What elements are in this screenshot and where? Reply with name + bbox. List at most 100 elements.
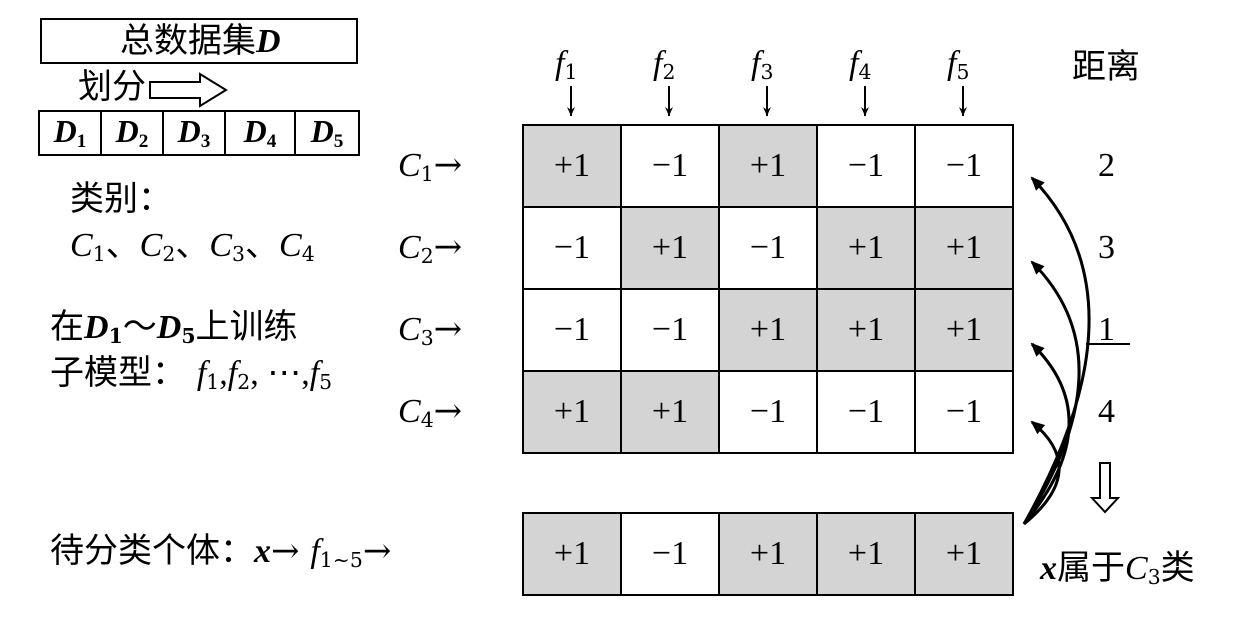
code-cell: −1 (816, 370, 916, 454)
comparison-arrow-icon (1022, 260, 1081, 525)
model-item-symbol: f (309, 355, 320, 392)
row-arrow-icon: → (433, 391, 463, 431)
down-hollow-arrow-icon (1089, 462, 1121, 514)
code-cell: +1 (914, 288, 1014, 372)
partition-cell-4: D4 (226, 112, 296, 154)
code-cell: −1 (914, 124, 1014, 208)
classifier-header-1: f1 (555, 46, 577, 83)
partition-cell-5: D5 (296, 112, 358, 154)
code-cell: −1 (522, 206, 622, 290)
code-cell: +1 (620, 370, 720, 454)
row-label-3: C3→ (398, 312, 462, 349)
partition-label: D4 (244, 113, 277, 153)
partition-label-symbol: D (177, 113, 201, 150)
class-label: C2 (398, 227, 434, 267)
partition-label-subscript: 4 (266, 130, 277, 152)
class-label: C4 (398, 391, 434, 431)
sample-cell: +1 (522, 512, 622, 596)
row-label-4: C4→ (398, 394, 462, 431)
code-cell: −1 (718, 206, 818, 290)
categories-label: 类别： (70, 179, 172, 219)
classifier-label-subscript: 2 (662, 60, 676, 85)
classifier-label: f4 (849, 43, 871, 83)
class-label-subscript: 4 (420, 408, 434, 433)
category-item-subscript: 1 (92, 242, 106, 267)
class-label-symbol: C (398, 147, 421, 184)
class-label: C1 (398, 145, 434, 185)
partition-label: D1 (54, 113, 87, 153)
sample-cell: +1 (914, 512, 1014, 596)
partition-label: D5 (311, 113, 344, 153)
row-arrow-icon: → (433, 227, 463, 267)
code-cell: −1 (620, 124, 720, 208)
classifier-label-subscript: 4 (858, 60, 872, 85)
code-cell: −1 (914, 370, 1014, 454)
model-item-symbol: f (227, 355, 238, 392)
classifier-label-subscript: 1 (564, 60, 578, 85)
partition-label-symbol: D (310, 113, 334, 150)
comparison-arrow-icon (1022, 176, 1091, 525)
classifier-label-symbol: f (751, 45, 761, 82)
partition-label-subscript: 3 (200, 130, 211, 152)
code-cell: +1 (816, 288, 916, 372)
distance-value: 1 (1098, 311, 1115, 348)
classifier-header-4: f4 (849, 46, 871, 83)
comparison-arrows (1022, 176, 1091, 526)
category-item-symbol: C (70, 227, 93, 264)
code-cell: +1 (522, 370, 622, 454)
partition-cell-2: D2 (102, 112, 164, 154)
classifier-header-3: f3 (751, 46, 773, 83)
row-arrow-icon: → (433, 145, 463, 185)
classifier-label-symbol: f (947, 45, 957, 82)
code-cell: −1 (620, 288, 720, 372)
code-cell: +1 (718, 288, 818, 372)
distance-header: 距离 (1072, 47, 1140, 87)
partition-label-symbol: D (243, 113, 267, 150)
comparison-arrow-icon (1022, 342, 1071, 525)
partition-label: D2 (116, 113, 149, 153)
dataset-box: 总数据集D (40, 18, 358, 64)
code-cell: +1 (718, 124, 818, 208)
class-label-subscript: 2 (420, 244, 434, 269)
model-item: f1 (197, 353, 219, 393)
distance-value: 4 (1098, 393, 1115, 430)
category-item: C3 (209, 225, 245, 265)
class-label-symbol: C (398, 393, 421, 430)
code-cell: +1 (816, 206, 916, 290)
class-label-subscript: 3 (420, 326, 434, 351)
categories-list: C1、C2、C3、C4 (70, 228, 315, 265)
code-cell: +1 (914, 206, 1014, 290)
model-separator: , (219, 355, 228, 392)
classifier-label: f1 (555, 43, 577, 83)
comparison-arrow-icon (1023, 420, 1061, 526)
code-cell: −1 (522, 288, 622, 372)
classifier-down-arrows (567, 86, 967, 116)
row-label-2: C2→ (398, 230, 462, 267)
training-line2: 子模型： f1,f2, ⋯,f5 (50, 353, 333, 395)
split-label: 划分 (78, 67, 146, 107)
category-separator: 、 (175, 225, 210, 265)
classifier-label: f5 (947, 43, 969, 83)
category-item-symbol: C (279, 227, 302, 264)
dataset-title: 总数据集D (120, 21, 281, 61)
distance-value: 3 (1098, 229, 1115, 266)
model-item-subscript: 2 (237, 370, 251, 395)
partition-label-subscript: 2 (138, 130, 149, 152)
category-item: C1 (70, 225, 106, 265)
partition-label-subscript: 1 (76, 130, 87, 152)
category-item-subscript: 2 (162, 242, 176, 267)
partition-label: D3 (178, 113, 211, 153)
code-cell: −1 (718, 370, 818, 454)
category-item: C4 (279, 225, 315, 265)
model-separator: , ⋯, (250, 355, 310, 392)
partition-cell-3: D3 (164, 112, 226, 154)
class-label-symbol: C (398, 311, 421, 348)
category-item-symbol: C (209, 227, 233, 264)
classifier-label-symbol: f (849, 45, 859, 82)
sample-cell: +1 (718, 512, 818, 596)
result-text: x属于C3类 (1040, 548, 1195, 590)
class-label-subscript: 1 (420, 162, 434, 187)
partition-label-subscript: 5 (333, 130, 344, 152)
